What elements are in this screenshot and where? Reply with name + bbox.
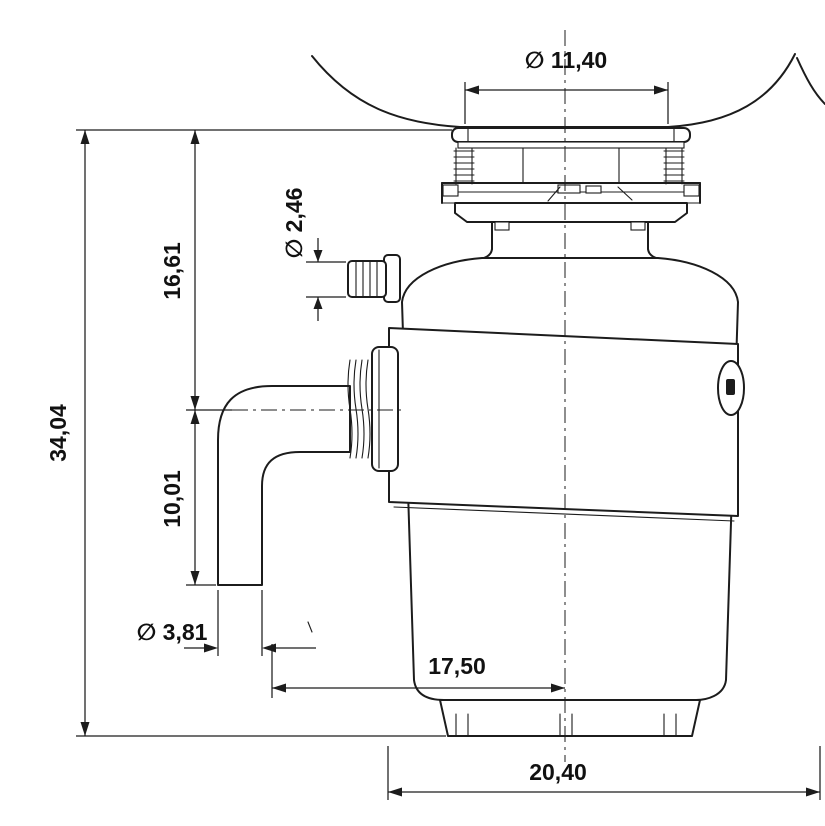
- right-mount-screw: [683, 184, 700, 197]
- dim-outlet-to-pipe-end-label: 10,01: [159, 470, 185, 528]
- inlet-tube: [347, 260, 387, 298]
- dim-overall-height-label: 34,04: [45, 404, 71, 462]
- discharge-elbow: [217, 346, 399, 586]
- latch-detail-2: [585, 185, 602, 194]
- disposer-body: [388, 257, 745, 737]
- dim-overall-height: 34,04: [45, 129, 452, 737]
- dim-pipe-to-centerline: 17,50: [271, 644, 565, 698]
- dim-inlet-diameter-label: ∅ 2,46: [281, 188, 307, 259]
- coupling-ridges: [347, 359, 371, 459]
- dim-inlet-diameter: ∅ 2,46: [281, 188, 346, 321]
- left-mount-screw: [442, 184, 459, 197]
- dim-flange-diameter-label: ∅ 11,40: [525, 47, 607, 73]
- dim-overall-width: 20,40: [387, 746, 821, 800]
- dim-flange-to-outlet: 16,61: [159, 130, 232, 411]
- dim-outlet-to-pipe-end: 10,01: [159, 410, 216, 586]
- centerlines: [232, 30, 566, 762]
- left-mounting-spring: [453, 147, 475, 185]
- flange-gasket: [457, 141, 685, 149]
- left-ring-tab: [494, 221, 510, 231]
- elbow-pipe: [217, 385, 351, 586]
- side-clip-mark: [726, 379, 735, 395]
- base-feet: [455, 713, 677, 737]
- dim-flange-diameter: ∅ 11,40: [464, 47, 669, 124]
- dim-flange-to-outlet-label: 16,61: [159, 242, 185, 300]
- band-seam-line: [393, 506, 735, 522]
- leader-tick: [307, 621, 313, 633]
- lower-mount-ring: [454, 202, 688, 223]
- sound-shell-band: [388, 327, 739, 517]
- dishwasher-inlet: [347, 254, 401, 303]
- coupling-nut: [371, 346, 399, 472]
- dim-overall-width-label: 20,40: [529, 759, 587, 785]
- dim-pipe-to-centerline-label: 17,50: [428, 653, 486, 679]
- upper-mount-ring: [441, 182, 701, 204]
- dim-pipe-diameter: ∅ 3,81: [137, 590, 316, 656]
- base-skirt: [439, 699, 701, 737]
- dim-pipe-diameter-label: ∅ 3,81: [137, 619, 208, 645]
- mounting-assembly: [441, 127, 701, 260]
- latch-detail: [557, 184, 581, 194]
- sink-flange-plate: [451, 127, 691, 143]
- right-ring-tab: [630, 221, 646, 231]
- right-mounting-spring: [663, 147, 685, 185]
